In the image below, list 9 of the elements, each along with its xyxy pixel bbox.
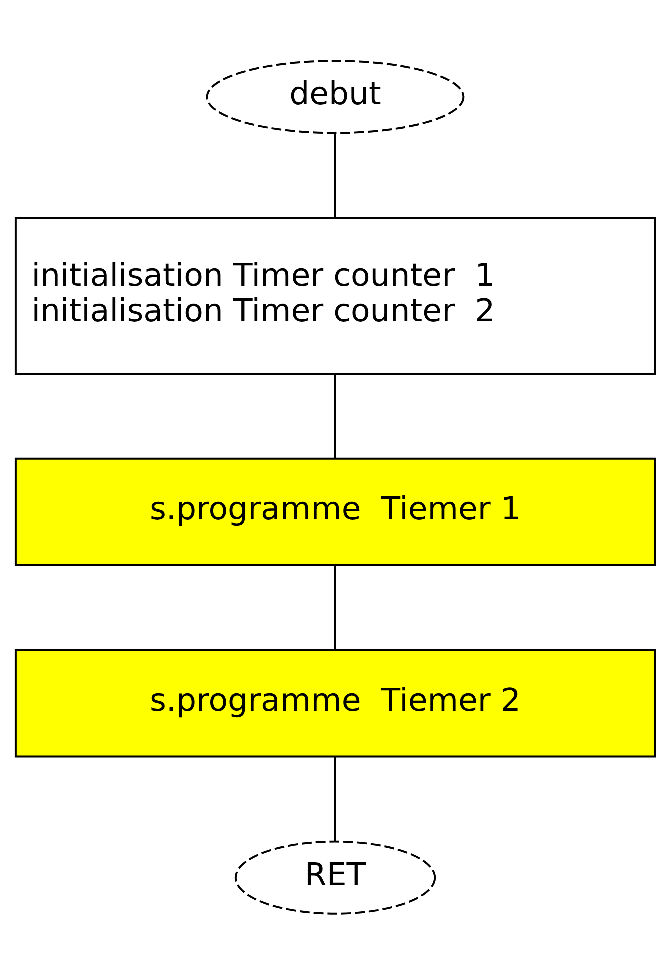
node-box: initialisation Timer counter 1 initialisation Timer counter 2	[14, 217, 656, 376]
node-ellipse: debut	[206, 60, 465, 134]
connector	[334, 374, 336, 459]
node-box: s.programme Tiemer 2	[14, 649, 656, 758]
connector	[334, 134, 336, 218]
node-ellipse: RET	[234, 840, 436, 915]
node-box: s.programme Tiemer 1	[14, 458, 656, 566]
connector	[334, 566, 336, 650]
connector	[334, 758, 336, 842]
